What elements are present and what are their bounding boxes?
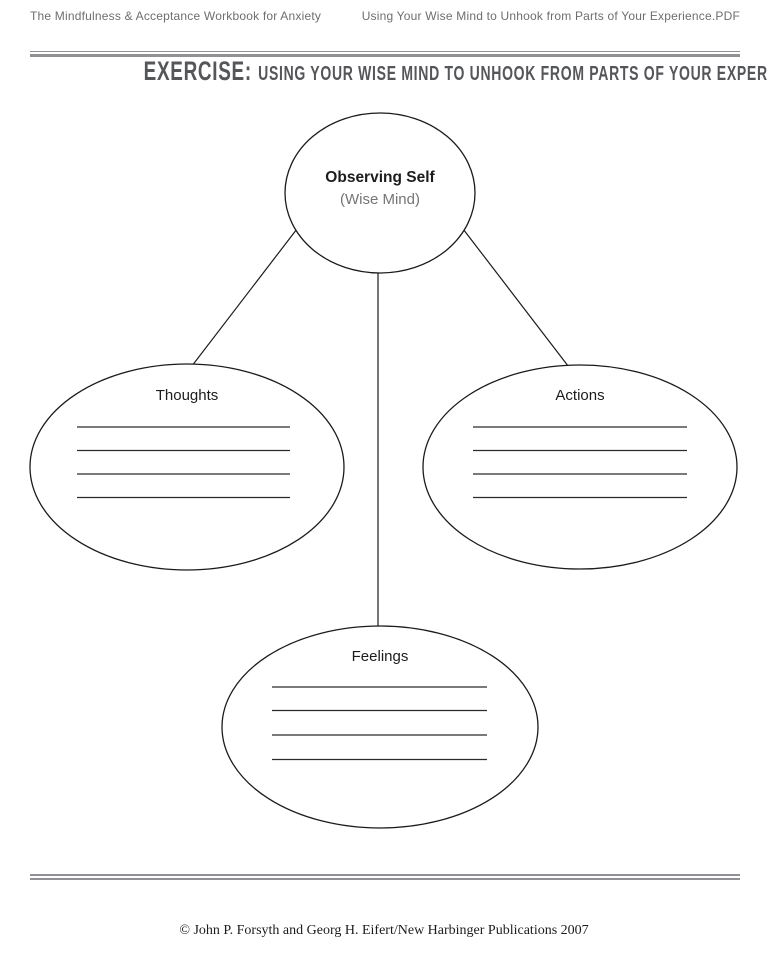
actions-label: Actions <box>555 387 604 404</box>
connector-observing-to-actions <box>459 224 576 376</box>
actions-ellipse <box>422 364 738 570</box>
wise-mind-diagram: Observing Self (Wise Mind) Thoughts Acti… <box>29 112 738 829</box>
connector-observing-to-thoughts <box>184 224 301 376</box>
wise-mind-sublabel: (Wise Mind) <box>340 191 420 208</box>
title-rest: USING YOUR WISE MIND TO UNHOOK FROM PART… <box>258 63 768 85</box>
node-observing-self: Observing Self (Wise Mind) <box>284 112 476 274</box>
thoughts-ellipse <box>29 363 345 571</box>
header-divider <box>30 51 740 57</box>
node-thoughts: Thoughts <box>29 363 345 571</box>
copyright-notice: © John P. Forsyth and Georg H. Eifert/Ne… <box>179 923 589 938</box>
observing-self-ellipse <box>284 112 476 274</box>
header-document-name: Using Your Wise Mind to Unhook from Part… <box>361 9 740 23</box>
exercise-title-text: EXERCISE: USING YOUR WISE MIND TO UNHOOK … <box>144 56 768 87</box>
page-header: The Mindfulness & Acceptance Workbook fo… <box>30 9 740 23</box>
exercise-title: EXERCISE: USING YOUR WISE MIND TO UNHOOK … <box>0 56 768 87</box>
node-feelings: Feelings <box>221 625 539 829</box>
title-prefix: EXERCISE: <box>143 56 252 86</box>
footer-divider <box>30 874 740 880</box>
feelings-label: Feelings <box>352 648 409 665</box>
observing-self-label: Observing Self <box>325 169 435 186</box>
thoughts-label: Thoughts <box>156 387 219 404</box>
node-actions: Actions <box>422 364 738 570</box>
header-book-title: The Mindfulness & Acceptance Workbook fo… <box>30 9 322 23</box>
feelings-ellipse <box>221 625 539 829</box>
